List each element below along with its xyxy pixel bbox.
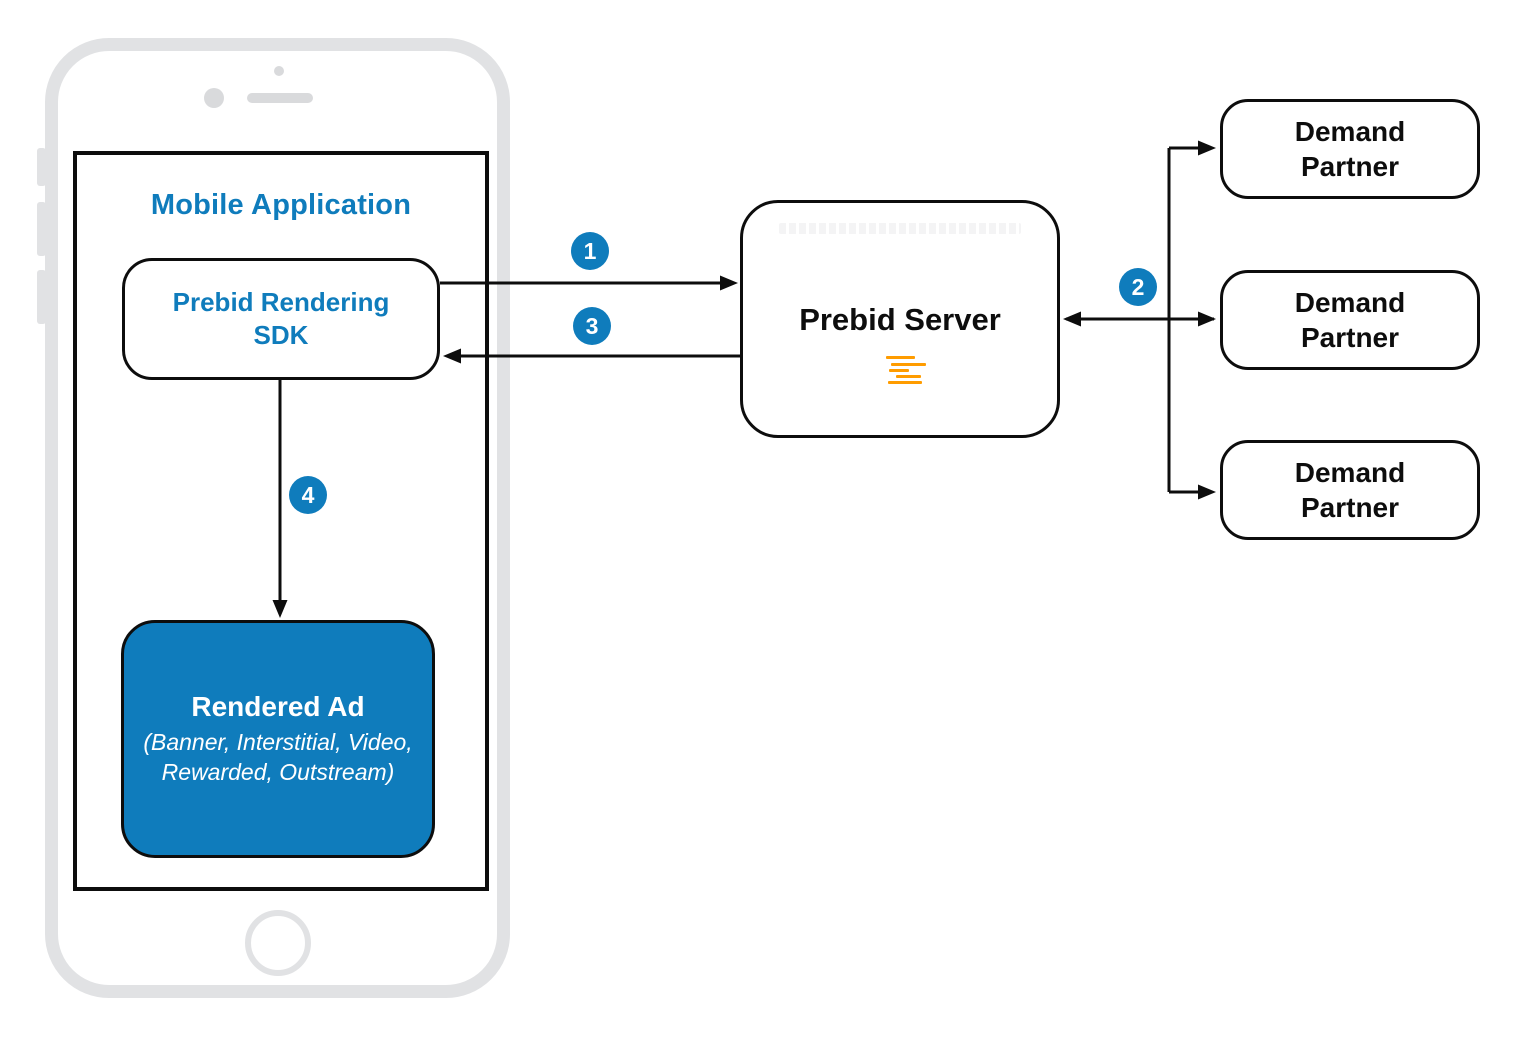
arrow-2-right-head xyxy=(1198,311,1216,327)
phone-mute-switch xyxy=(37,148,46,186)
demand-partner-box-3: Demand Partner xyxy=(1220,440,1480,540)
phone-sensor-icon xyxy=(204,88,224,108)
demand-partner-box-1: Demand Partner xyxy=(1220,99,1480,199)
step-1-badge: 1 xyxy=(571,232,609,270)
rendered-ad-subtitle: (Banner, Interstitial, Video, Rewarded, … xyxy=(143,728,413,785)
step-3-badge: 3 xyxy=(573,307,611,345)
demand-branch-bottom-head xyxy=(1198,484,1216,500)
prebid-server-label: Prebid Server xyxy=(799,302,1001,337)
phone-camera-icon xyxy=(274,66,284,76)
demand-partner-label: Demand Partner xyxy=(1294,457,1406,523)
demand-partner-label: Demand Partner xyxy=(1294,116,1406,182)
demand-partner-label: Demand Partner xyxy=(1294,287,1406,353)
arrow-2-left-head xyxy=(1063,311,1081,327)
server-watermark-decoration xyxy=(779,223,1021,234)
mobile-application-title: Mobile Application xyxy=(150,189,412,221)
phone-home-button xyxy=(245,910,311,976)
prebid-rendering-sdk-box: Prebid Rendering SDK xyxy=(122,258,440,380)
demand-branch-top-head xyxy=(1198,140,1216,156)
phone-volume-down-button xyxy=(37,270,46,324)
step-2-badge: 2 xyxy=(1119,268,1157,306)
rendered-ad-title: Rendered Ad xyxy=(191,690,365,722)
arrow-1-head xyxy=(720,275,738,291)
prebid-stack-logo-icon xyxy=(886,356,930,386)
phone-volume-up-button xyxy=(37,202,46,256)
rendered-ad-box: Rendered Ad (Banner, Interstitial, Video… xyxy=(121,620,435,858)
prebid-server-box: Prebid Server xyxy=(740,200,1060,438)
step-4-badge: 4 xyxy=(289,476,327,514)
prebid-rendering-sdk-label: Prebid Rendering SDK xyxy=(172,286,390,350)
phone-speaker-icon xyxy=(247,93,313,103)
demand-partner-box-2: Demand Partner xyxy=(1220,270,1480,370)
